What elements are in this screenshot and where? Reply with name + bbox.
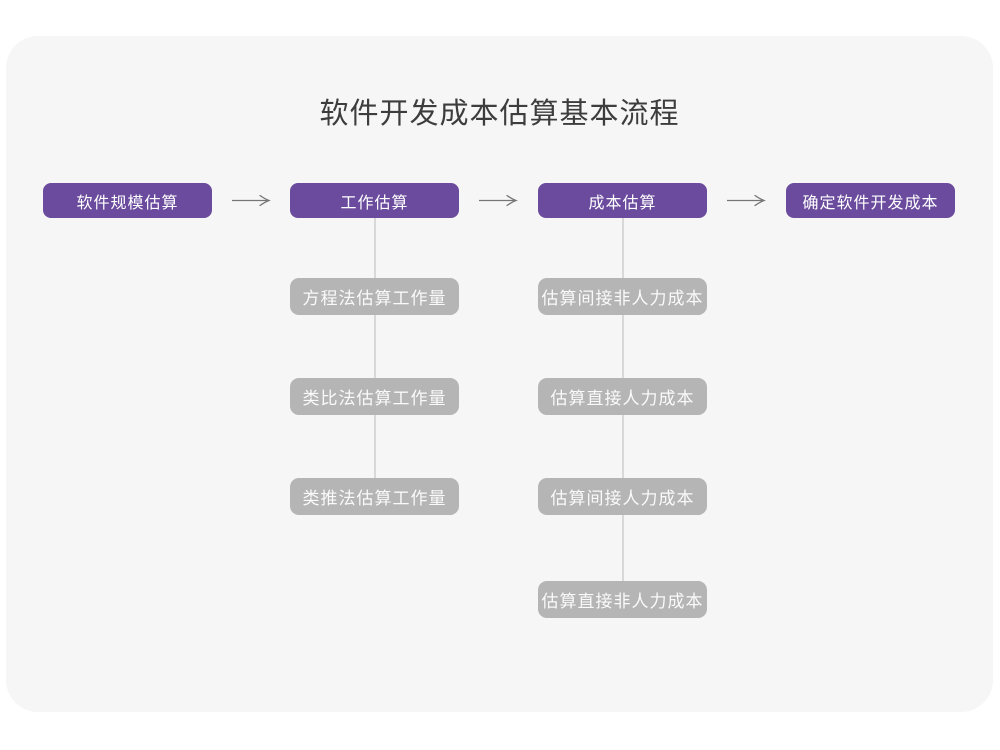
substep-direct-nonlabor-cost: 估算直接非人力成本 xyxy=(538,581,707,618)
flow-step-label: 工作估算 xyxy=(340,192,409,212)
right-arrow-icon xyxy=(479,194,518,207)
flow-step-cost-estimation: 成本估算 xyxy=(538,183,707,218)
flowchart-panel: 软件开发成本估算基本流程 软件规模估算 工作估算 成本估算 确定软件开发成本 方… xyxy=(6,36,993,712)
substep-equation-method: 方程法估算工作量 xyxy=(290,278,459,315)
substep-extrapolation-method: 类推法估算工作量 xyxy=(290,478,459,515)
flow-step-label: 确定软件开发成本 xyxy=(802,192,939,212)
connector-line-work-estimation xyxy=(374,218,376,490)
substep-direct-labor-cost: 估算直接人力成本 xyxy=(538,378,707,415)
substep-indirect-labor-cost: 估算间接人力成本 xyxy=(538,478,707,515)
flow-step-determine-development-cost: 确定软件开发成本 xyxy=(786,183,955,218)
substep-label: 类推法估算工作量 xyxy=(302,489,447,509)
substep-indirect-nonlabor-cost: 估算间接非人力成本 xyxy=(538,278,707,315)
substep-analogy-method: 类比法估算工作量 xyxy=(290,378,459,415)
flow-step-software-size-estimation: 软件规模估算 xyxy=(43,183,212,218)
right-arrow-icon xyxy=(727,194,766,207)
substep-label: 估算间接非人力成本 xyxy=(541,289,704,309)
substep-label: 估算间接人力成本 xyxy=(550,489,695,509)
right-arrow-icon xyxy=(232,194,271,207)
flow-step-label: 软件规模估算 xyxy=(76,192,179,212)
flow-step-work-estimation: 工作估算 xyxy=(290,183,459,218)
page-title: 软件开发成本估算基本流程 xyxy=(319,96,680,130)
flow-step-label: 成本估算 xyxy=(588,192,657,212)
substep-label: 方程法估算工作量 xyxy=(302,289,447,309)
substep-label: 类比法估算工作量 xyxy=(302,389,447,409)
substep-label: 估算直接人力成本 xyxy=(550,389,695,409)
substep-label: 估算直接非人力成本 xyxy=(541,592,704,612)
